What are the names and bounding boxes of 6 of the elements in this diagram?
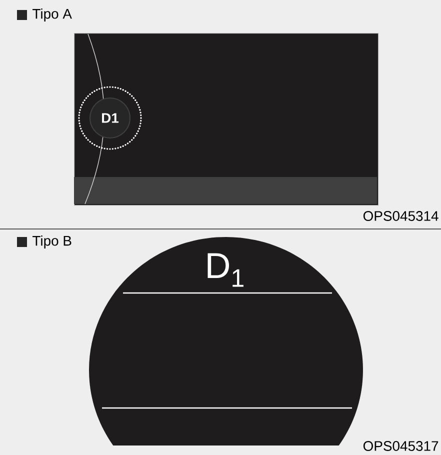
display-screen <box>74 33 379 206</box>
display-dome: D$_{1}$ <box>89 237 363 446</box>
section-label: Tipo A <box>31 8 73 22</box>
figure-code: OPS045314 <box>362 211 440 221</box>
figure-code: OPS045317 <box>362 441 440 451</box>
section-label: Tipo B <box>31 236 73 248</box>
